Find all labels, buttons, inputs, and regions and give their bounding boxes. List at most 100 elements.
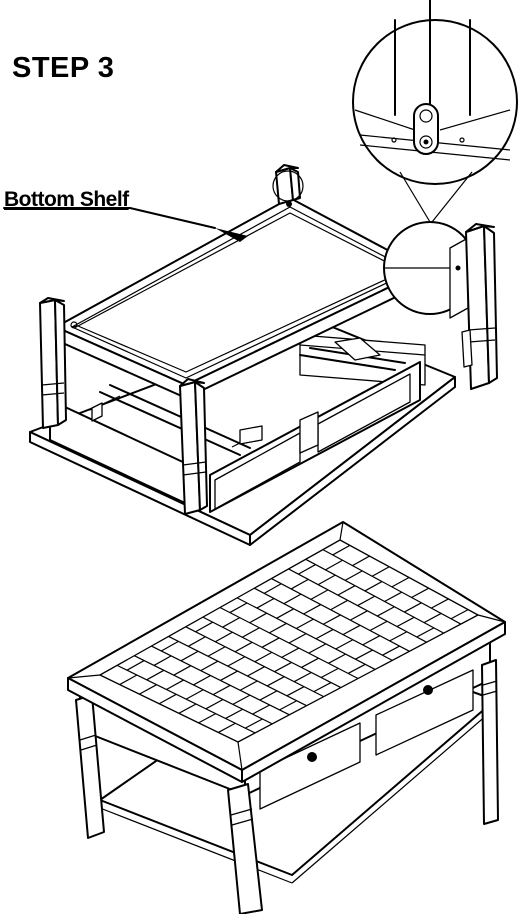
tile-joint-line [391, 576, 410, 588]
tile-row-line [236, 597, 376, 670]
tile-joint-line [371, 566, 390, 577]
tile-joint-line [227, 656, 246, 667]
tile-joint-line [220, 670, 238, 681]
tile-joint-line [325, 559, 343, 571]
tile-joint-line [205, 698, 224, 710]
tile-joint-line [382, 645, 400, 656]
tile-joint-line [193, 674, 211, 686]
tile-joint-line [222, 617, 241, 628]
tile-joint-line [139, 684, 157, 695]
tile-joint-line [308, 643, 327, 654]
tile-joint-line [173, 665, 192, 676]
tile-joint-line [355, 649, 373, 660]
detail-leg-circle [383, 171, 498, 390]
tile-joint-line [198, 713, 216, 724]
tile-joint-line [389, 631, 408, 642]
step-title: STEP 3 [12, 52, 115, 84]
tile-joint-line [268, 622, 287, 634]
tile-joint-line [245, 718, 263, 729]
tile-joint-line [286, 686, 305, 697]
tile-joint-line [322, 614, 341, 625]
tile-joint-line [330, 599, 349, 611]
tile-joint-line [362, 635, 381, 646]
tile-joint-line [252, 704, 270, 715]
tile-joint-line [431, 598, 449, 609]
tile-joint-line [195, 621, 214, 633]
tile-joint-line [254, 651, 273, 663]
bottom-shelf-label: Bottom Shelf [4, 188, 129, 211]
tile-joint-line [259, 690, 278, 701]
tile-joint-line [303, 604, 322, 615]
finished-table-illustration [67, 521, 506, 914]
tile-joint-line [218, 722, 236, 733]
detail-magnifier-circle [352, 0, 518, 185]
tile-row-line [151, 645, 290, 716]
cam-lock-bracket-icon [391, 103, 465, 155]
frame-assembly-illustration [3, 164, 456, 546]
tile-joint-line [328, 653, 346, 664]
tile-joint-line [212, 684, 231, 696]
tile-joint-line [178, 703, 197, 714]
tile-joint-line [335, 639, 354, 650]
tile-joint-line [320, 667, 339, 679]
tile-row-line [168, 635, 307, 707]
tile-joint-line [119, 674, 138, 686]
tile-joint-line [293, 671, 312, 683]
tile-joint-line [290, 578, 309, 590]
tile-joint-line [364, 581, 383, 592]
tile-joint-line [450, 609, 469, 620]
tile-joint-line [411, 587, 429, 599]
tile-joint-line [249, 612, 268, 624]
tile-joint-line [187, 636, 206, 647]
tile-joint-line [298, 564, 316, 575]
tile-joint-line [337, 585, 356, 596]
tile-joint-line [301, 657, 319, 668]
tile-joint-line [256, 597, 275, 609]
tile-joint-line [283, 593, 302, 605]
tile-joint-line [342, 624, 361, 636]
tile-joint-line [225, 708, 243, 719]
tile-joint-line [310, 589, 329, 600]
tile-joint-line [288, 633, 307, 644]
tile-joint-line [166, 679, 184, 691]
tile-joint-line [241, 627, 260, 638]
tile-joint-line [158, 693, 177, 705]
tile-joint-line [317, 574, 336, 586]
tile-joint-line [247, 666, 265, 677]
tile-joint-line [384, 591, 403, 603]
tile-joint-line [349, 610, 368, 621]
tile-joint-line [281, 647, 300, 658]
tile-joint-line [295, 618, 314, 630]
tile-joint-line [180, 650, 199, 662]
tile-joint-line [261, 637, 280, 648]
tile-joint-line [160, 640, 179, 652]
tile-joint-line [347, 663, 366, 674]
tile-joint-line [279, 700, 297, 711]
tile-joint-line [315, 628, 334, 640]
tile-joint-line [352, 555, 370, 567]
tile-joint-line [404, 602, 422, 613]
tile-joint-line [266, 676, 285, 687]
tile-joint-line [416, 627, 435, 638]
tile-joint-line [200, 660, 219, 672]
tile-joint-line [234, 641, 253, 653]
tile-joint-line [185, 689, 204, 700]
tile-joint-line [214, 631, 233, 643]
tile-joint-line [377, 606, 395, 617]
tile-joint-line [146, 669, 165, 681]
tile-joint-line [396, 616, 415, 628]
tile-joint-line [153, 655, 172, 666]
tile-joint-line [207, 646, 226, 657]
tile-joint-line [313, 682, 332, 693]
tile-joint-line [126, 660, 145, 671]
tile-joint-line [369, 620, 388, 632]
tile-joint-line [263, 583, 282, 594]
tile-joint-line [332, 544, 351, 556]
tile-joint-line [344, 570, 363, 581]
tile-joint-line [423, 612, 442, 624]
tile-joint-line [357, 595, 376, 607]
tile-joint-line [276, 608, 295, 619]
tile-joint-line [274, 661, 292, 673]
